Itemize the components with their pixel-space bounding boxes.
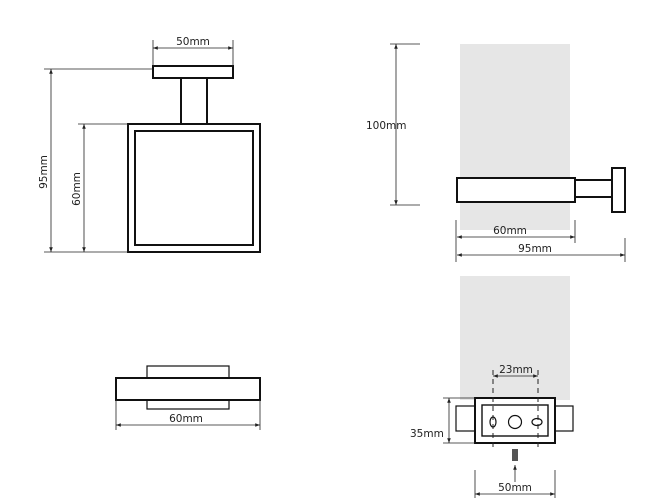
ring-bottom (115, 377, 261, 401)
screw-icon (512, 449, 518, 461)
mount-view: 23mm 35mm 50mm (410, 276, 574, 498)
plate-height-label: 35mm (410, 428, 444, 440)
bar (456, 177, 576, 203)
bottom-width-label: 60mm (169, 413, 203, 425)
height-label: 95mm (38, 155, 50, 189)
wall-height-label: 100mm (366, 120, 407, 132)
bottom-view: 60mm (115, 365, 261, 430)
hole-spacing-label: 23mm (499, 364, 533, 376)
front-view: 50mm 95mm 60mm (38, 36, 261, 253)
bar-length-label: 60mm (493, 225, 527, 237)
center-hole (507, 414, 523, 430)
mount-plate (611, 167, 626, 213)
slot-hole (531, 417, 543, 427)
wall-mount (460, 276, 570, 400)
top-plate (152, 65, 234, 79)
ring-inner (134, 130, 254, 246)
stem (180, 77, 208, 125)
width-label: 50mm (176, 36, 210, 48)
side-stem (574, 179, 613, 198)
side-view: 100mm 60mm 95mm (366, 43, 626, 262)
plate-width-label: 50mm (498, 482, 532, 494)
ring-height-label: 60mm (71, 172, 83, 206)
total-depth-label: 95mm (518, 243, 552, 255)
